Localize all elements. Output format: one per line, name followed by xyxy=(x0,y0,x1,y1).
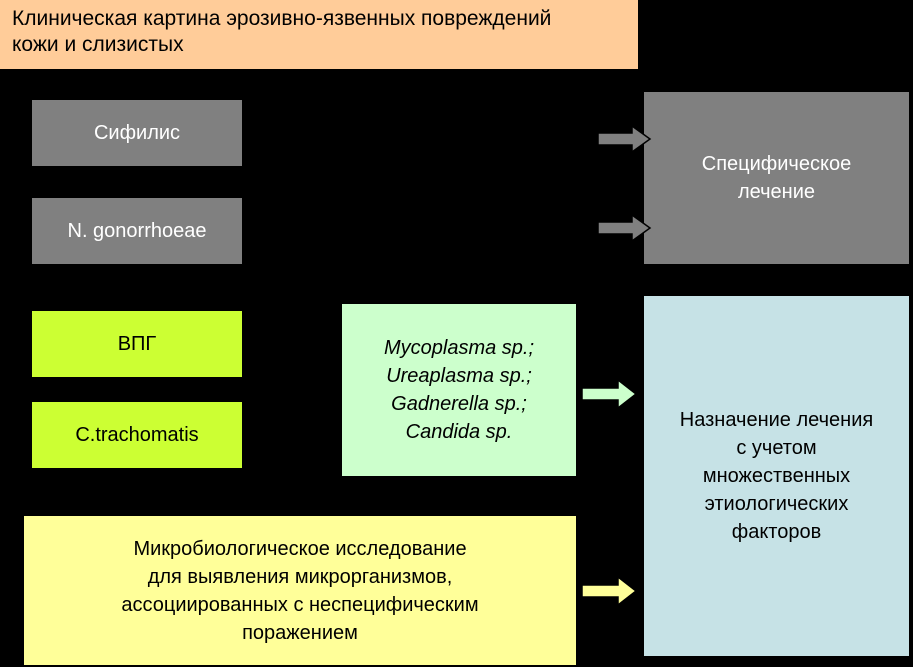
trachomatis-box: C.trachomatis xyxy=(32,402,242,468)
arrow-syphilis-to-treatment xyxy=(597,124,652,154)
gonorrhoeae-box: N. gonorrhoeae xyxy=(32,198,242,264)
organisms-box: Mycoplasma sp.; Ureaplasma sp.; Gadnerel… xyxy=(342,304,576,476)
research-box: Микробиологическое исследование для выяв… xyxy=(24,516,576,665)
diagram-title: Клиническая картина эрозивно-язвенных по… xyxy=(0,0,638,69)
syphilis-box: Сифилис xyxy=(32,100,242,166)
arrow-gonorrhoeae-to-treatment xyxy=(597,213,652,243)
vpg-box: ВПГ xyxy=(32,311,242,377)
arrow-research-to-treatment xyxy=(581,575,638,607)
arrow-organisms-to-treatment xyxy=(581,378,638,410)
multi-treatment-box: Назначение лечения с учетом множественны… xyxy=(644,296,909,656)
specific-treatment-box: Специфическое лечение xyxy=(644,92,909,264)
